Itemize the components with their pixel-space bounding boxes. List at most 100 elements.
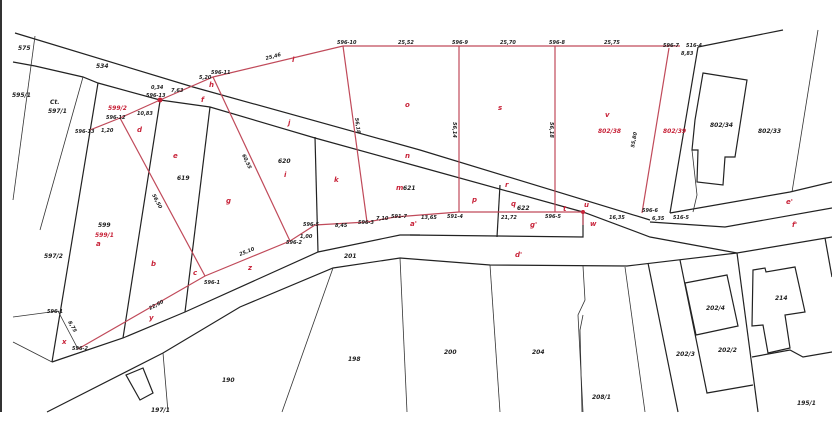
length-label: 25,70 <box>500 40 516 46</box>
length-label: 56,18 <box>353 117 361 134</box>
letter-m: m <box>396 184 403 192</box>
point-label: 596-1 <box>204 280 220 286</box>
part-letters: a b c d e f g h i j k l m n o p q r s t … <box>61 56 797 346</box>
parcel-200: 200 <box>444 349 457 356</box>
length-label: 1,00 <box>300 234 313 240</box>
length-label: 25,10 <box>239 246 256 258</box>
letter-f: f <box>201 96 205 104</box>
parcel-208-1: 208/1 <box>592 394 611 401</box>
letter-u: u <box>584 201 589 209</box>
point-label: 596-7 <box>663 43 680 49</box>
length-label: 25,46 <box>265 52 282 62</box>
point-label: 596-6 <box>642 208 659 214</box>
point-label: 596-13 <box>75 129 95 135</box>
letter-g-prime: g' <box>530 221 537 229</box>
point-label: 596-1 <box>47 309 63 315</box>
letter-e-prime: e' <box>786 198 793 206</box>
letter-n: n <box>405 152 410 160</box>
parcel-599-2: 599/2 <box>108 105 127 112</box>
length-label: 21,72 <box>501 215 517 221</box>
length-label: 8,75 <box>66 320 78 334</box>
point-label: 596-3 <box>358 220 375 226</box>
letter-a: a <box>96 240 101 248</box>
letter-j: j <box>287 119 291 127</box>
parcel-595-1: 595/1 <box>12 92 31 99</box>
parcel-201: 201 <box>344 253 357 260</box>
letter-o: o <box>405 101 410 109</box>
point-label: 596-12 <box>106 115 126 121</box>
point-label: 596-13 <box>146 93 166 99</box>
letter-d: d <box>137 126 143 134</box>
parcel-575: 575 <box>18 45 31 52</box>
parcel-214: 214 <box>775 295 788 302</box>
length-label: 8,83 <box>681 51 694 57</box>
parcel-195-1: 195/1 <box>797 400 816 407</box>
length-label: 13,65 <box>421 215 437 221</box>
parcel-202-4: 202/4 <box>706 305 725 312</box>
letter-i: i <box>284 171 287 179</box>
letter-d-prime: d' <box>515 251 522 259</box>
point-label: 591-7 <box>391 214 408 220</box>
parcel-802-39: 802/39 <box>663 128 686 135</box>
letter-s: s <box>498 104 502 112</box>
parcel-802-38: 802/38 <box>598 128 621 135</box>
parcel-599-1: 599/1 <box>95 232 114 239</box>
letter-c: c <box>193 269 198 277</box>
letter-w: w <box>590 220 597 228</box>
letter-p: p <box>471 196 477 204</box>
length-labels: 25,46 25,52 25,70 25,75 8,83 5,20 7,63 0… <box>66 40 694 334</box>
parcel-202-3: 202/3 <box>676 351 695 358</box>
parcel-621: 621 <box>403 185 416 192</box>
letter-k: k <box>334 176 340 184</box>
point-label: 516-4 <box>686 43 703 49</box>
length-label: 0,34 <box>151 85 164 91</box>
point-label: 596-11 <box>211 70 230 76</box>
length-label: 6,35 <box>652 216 665 222</box>
letter-z: z <box>247 264 253 272</box>
parcel-619: 619 <box>177 175 190 182</box>
point-label: 596-2 <box>72 346 89 352</box>
new-boundaries <box>77 45 680 350</box>
letter-t: t <box>563 205 567 213</box>
length-label: 16,35 <box>609 215 625 221</box>
parcel-197-1: 197/1 <box>151 407 170 414</box>
parcel-534: 534 <box>96 63 109 70</box>
parcel-599: 599 <box>98 222 111 229</box>
letter-r: r <box>505 181 509 189</box>
point-label: 596-10 <box>337 40 357 46</box>
point-labels: 596-10 596-9 596-8 596-7 516-4 596-11 59… <box>47 40 703 352</box>
point-label: 596-5 <box>545 214 562 220</box>
letter-y: y <box>149 314 154 322</box>
point-label: 596-2 <box>286 240 303 246</box>
letter-x: x <box>61 338 67 346</box>
parcel-597-2: 597/2 <box>44 253 63 260</box>
parcel-204: 204 <box>532 349 545 356</box>
point-label: 516-5 <box>673 215 690 221</box>
parcel-620: 620 <box>278 158 291 165</box>
length-label: 25,52 <box>398 40 414 46</box>
length-label: 8,45 <box>335 223 348 229</box>
length-label: 25,75 <box>604 40 620 46</box>
letter-h: h <box>209 81 214 89</box>
parcel-202-2: 202/2 <box>718 347 737 354</box>
letter-q: q <box>511 200 516 208</box>
letter-g: g <box>226 197 231 205</box>
length-label: 5,20 <box>199 75 212 81</box>
parcel-190: 190 <box>222 377 235 384</box>
letter-e: e <box>173 152 178 160</box>
existing-boundaries <box>12 29 832 413</box>
parcel-622: 622 <box>517 205 530 212</box>
letter-v: v <box>605 111 610 119</box>
length-label: 7,63 <box>171 88 184 94</box>
point-label: 596-9 <box>452 40 469 46</box>
length-label: 55,80 <box>630 131 639 148</box>
parcel-198: 198 <box>348 356 361 363</box>
letter-l: l <box>292 56 295 64</box>
parcel-597-1: 597/1 <box>48 108 67 115</box>
point-label: 596-8 <box>549 40 566 46</box>
point-label: 591-4 <box>447 214 464 220</box>
length-label: 56,18 <box>548 122 554 138</box>
letter-a-prime: a' <box>410 220 417 228</box>
parcel-802-33: 802/33 <box>758 128 781 135</box>
